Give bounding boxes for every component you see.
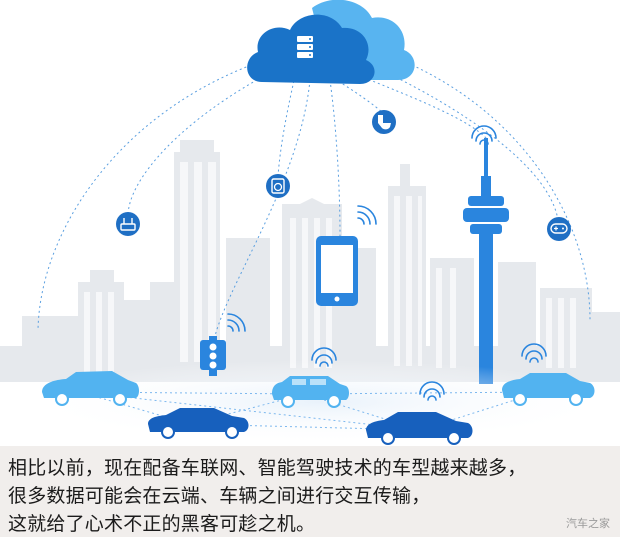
car-icon	[272, 376, 349, 408]
car-icon	[148, 408, 249, 439]
building-windows	[84, 162, 576, 372]
caption-box: 相比以前，现在配备车联网、智能驾驶技术的车型越来越多， 很多数据可能会在云端、车…	[0, 446, 620, 537]
network-links	[37, 49, 591, 337]
car-icon	[366, 412, 473, 445]
watermark: 汽车之家	[566, 517, 610, 530]
cloud-server-icon	[247, 0, 415, 85]
caption-line-2: 很多数据可能会在云端、车辆之间进行交互传输，	[8, 485, 431, 507]
traffic-light-icon	[200, 336, 226, 376]
caption-line-3: 这就给了心术不正的黑客可趁之机。	[8, 513, 316, 535]
car-icon	[502, 373, 595, 406]
toilet-icon	[372, 110, 396, 134]
router-icon	[116, 212, 140, 236]
smartphone-icon	[316, 236, 358, 306]
car-icon	[42, 371, 139, 406]
game-controller-icon	[547, 217, 571, 241]
caption-line-1: 相比以前，现在配备车联网、智能驾驶技术的车型越来越多，	[8, 457, 527, 479]
tv-tower	[463, 138, 509, 384]
wifi-signals	[227, 125, 547, 401]
connected-car-illustration	[0, 0, 620, 445]
washing-machine-icon	[266, 174, 290, 198]
